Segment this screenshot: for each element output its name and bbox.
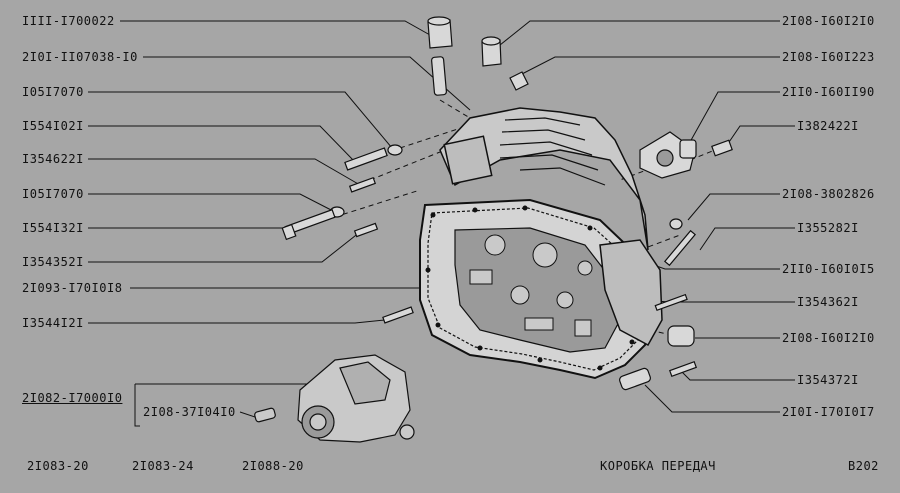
part-label: 2I093-I70I0I8 bbox=[22, 281, 123, 295]
part-label: 2I0I-II07038-I0 bbox=[22, 50, 138, 64]
part-label: IIII-I700022 bbox=[22, 14, 115, 28]
model-label: 2I088-20 bbox=[242, 459, 304, 473]
part-label: I354622I bbox=[22, 152, 84, 166]
assembly-thumbnail bbox=[254, 354, 415, 443]
part-label: I354372I bbox=[797, 373, 859, 387]
part-label: 2I08-I60I223 bbox=[782, 50, 875, 64]
part-label: 2I08-I60I2I0 bbox=[782, 331, 875, 345]
part-label: 2II0-I60II90 bbox=[782, 85, 875, 99]
part-label: 2I08-I60I2I0 bbox=[782, 14, 875, 28]
model-label: 2I083-20 bbox=[27, 459, 89, 473]
part-label: I3544I2I bbox=[22, 316, 84, 330]
part-label: I554I02I bbox=[22, 119, 84, 133]
part-label: 2I08-3802826 bbox=[782, 187, 875, 201]
model-label: 2I083-24 bbox=[132, 459, 194, 473]
part-label: I354362I bbox=[797, 295, 859, 309]
part-label: 2I0I-I70I0I7 bbox=[782, 405, 875, 419]
left-leader-lines bbox=[88, 20, 471, 324]
part-label: 2II0-I60I0I5 bbox=[782, 262, 875, 276]
part-label: I05I7070 bbox=[22, 187, 84, 201]
page-number: B202 bbox=[848, 459, 879, 473]
sensor-label: 2I08-37I04I0 bbox=[143, 405, 236, 419]
right-parts bbox=[481, 36, 733, 391]
part-label: I05I7070 bbox=[22, 85, 84, 99]
assembly-code: 2I082-I7000I0 bbox=[22, 391, 123, 405]
part-label: I382422I bbox=[797, 119, 859, 133]
gearbox-housing bbox=[419, 107, 663, 380]
diagram-title: КОРОБКА ПЕРЕДАЧ bbox=[600, 459, 716, 473]
assembly-bracket bbox=[134, 384, 140, 427]
part-label: I355282I bbox=[797, 221, 859, 235]
part-label: I554I32I bbox=[22, 221, 84, 235]
part-label: I354352I bbox=[22, 255, 84, 269]
left-parts bbox=[281, 16, 453, 324]
right-leader-lines bbox=[499, 20, 795, 413]
